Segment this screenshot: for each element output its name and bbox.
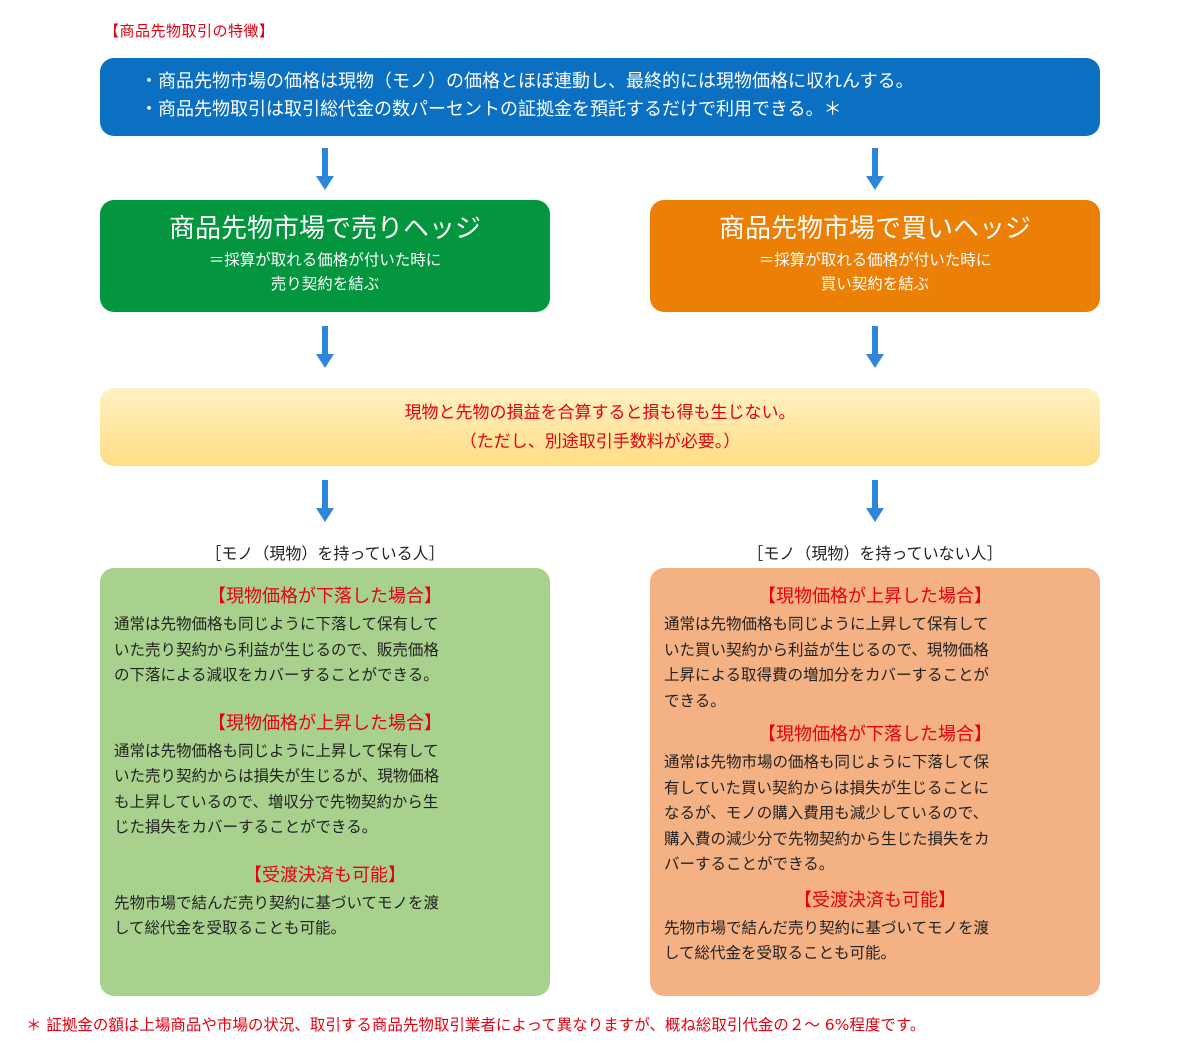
section-line: 通常は先物市場の価格も同じように下落して保 bbox=[664, 753, 990, 771]
section-line: 通常は先物価格も同じように上昇して保有して bbox=[114, 741, 439, 760]
section-line: 通常は先物価格も同じように上昇して保有して bbox=[664, 615, 989, 633]
section-line: じた損失をカバーすることができる。 bbox=[114, 818, 378, 836]
panel-section: 【現物価格が上昇した場合】 通常は先物価格も同じように上昇して保有して いた買い… bbox=[664, 582, 1086, 714]
sell-hedge-line-1: ＝採算が取れる価格が付いた時に bbox=[208, 251, 442, 269]
section-line: いた売り契約から利益が生じるので、販売価格 bbox=[114, 640, 439, 659]
section-line: 先物市場で結んだ売り契約に基づいてモノを渡 bbox=[664, 918, 990, 937]
section-heading: 【現物価格が下落した場合】 bbox=[208, 586, 442, 607]
arrow-down-icon bbox=[866, 480, 884, 522]
diagram-title: 【商品先物取引の特徴】 bbox=[104, 22, 275, 40]
sell-hedge-box: 商品先物市場で売りヘッジ ＝採算が取れる価格が付いた時に 売り契約を結ぶ bbox=[100, 200, 550, 312]
panel-section: 【現物価格が下落した場合】 通常は先物市場の価格も同じように下落して保 有してい… bbox=[664, 720, 1086, 878]
arrow-down-icon bbox=[316, 480, 334, 522]
section-line: の下落による減収をカバーすることができる。 bbox=[114, 666, 439, 684]
feature-line-1: ・商品先物市場の価格は現物（モノ）の価格とほぼ連動し、最終的には現物価格に収れん… bbox=[140, 71, 914, 92]
section-line: 購入費の減少分で先物契約から生じた損失をカ bbox=[664, 829, 990, 848]
buy-hedge-line-1: ＝採算が取れる価格が付いた時に bbox=[758, 251, 992, 269]
section-heading: 【現物価格が上昇した場合】 bbox=[758, 586, 992, 607]
buy-hedge-line-2: 買い契約を結ぶ bbox=[820, 275, 930, 293]
result-box: 現物と先物の損益を合算すると損も得も生じない。 （ただし、別途取引手数料が必要。… bbox=[100, 388, 1100, 466]
section-line: 先物市場で結んだ売り契約に基づいてモノを渡 bbox=[114, 893, 440, 912]
section-line: して総代金を受取ることも可能。 bbox=[114, 919, 347, 937]
feature-line-2: ・商品先物取引は取引総代金の数パーセントの証拠金を預託するだけで利用できる。＊ bbox=[140, 99, 842, 120]
section-line: バーすることができる。 bbox=[664, 855, 835, 873]
footnote: ＊ 証拠金の額は上場商品や市場の状況、取引する商品先物取引業者によって異なります… bbox=[26, 1016, 926, 1034]
section-heading: 【受渡決済も可能】 bbox=[794, 889, 956, 911]
section-line: 通常は先物価格も同じように下落して保有して bbox=[114, 615, 439, 633]
section-line: なるが、モノの購入費用も減少しているので、 bbox=[664, 804, 989, 822]
panel-section: 【受渡決済も可能】 先物市場で結んだ売り契約に基づいてモノを渡 して総代金を受取… bbox=[664, 886, 1086, 967]
non-holder-panel: 【現物価格が上昇した場合】 通常は先物価格も同じように上昇して保有して いた買い… bbox=[650, 568, 1100, 996]
section-line: して総代金を受取ることも可能。 bbox=[664, 944, 897, 962]
panel-section: 【現物価格が上昇した場合】 通常は先物価格も同じように上昇して保有して いた売り… bbox=[114, 709, 536, 841]
section-heading: 【受渡決済も可能】 bbox=[244, 864, 406, 886]
buy-hedge-box: 商品先物市場で買いヘッジ ＝採算が取れる価格が付いた時に 買い契約を結ぶ bbox=[650, 200, 1100, 312]
section-heading: 【現物価格が上昇した場合】 bbox=[208, 712, 442, 734]
arrow-down-icon bbox=[316, 148, 334, 190]
section-line: いた売り契約からは損失が生じるが、現物価格 bbox=[114, 767, 440, 785]
arrow-down-icon bbox=[316, 326, 334, 368]
section-line: いた買い契約から利益が生じるので、現物価格 bbox=[664, 640, 989, 659]
section-heading: 【現物価格が下落した場合】 bbox=[758, 724, 992, 745]
result-line-2: （ただし、別途取引手数料が必要。） bbox=[459, 432, 741, 452]
section-line: 有していた買い契約からは損失が生じることに bbox=[664, 778, 990, 797]
holder-panel: 【現物価格が下落した場合】 通常は先物価格も同じように下落して保有して いた売り… bbox=[100, 568, 550, 996]
section-line: できる。 bbox=[664, 691, 726, 710]
panel-section: 【受渡決済も可能】 先物市場で結んだ売り契約に基づいてモノを渡 して総代金を受取… bbox=[114, 861, 536, 942]
sell-hedge-line-2: 売り契約を結ぶ bbox=[270, 275, 380, 293]
section-line: 上昇による取得費の増加分をカバーすることが bbox=[664, 666, 990, 684]
section-line: も上昇しているので、増収分で先物契約から生 bbox=[114, 792, 439, 811]
sell-hedge-heading: 商品先物市場で売りヘッジ bbox=[168, 214, 481, 244]
buy-hedge-heading: 商品先物市場で買いヘッジ bbox=[718, 214, 1031, 244]
features-box: ・商品先物市場の価格は現物（モノ）の価格とほぼ連動し、最終的には現物価格に収れん… bbox=[100, 58, 1100, 136]
result-line-1: 現物と先物の損益を合算すると損も得も生じない。 bbox=[404, 403, 796, 423]
left-caption: ［モノ（現物）を持っている人］ bbox=[205, 544, 445, 563]
panel-section: 【現物価格が下落した場合】 通常は先物価格も同じように下落して保有して いた売り… bbox=[114, 582, 536, 689]
arrow-down-icon bbox=[866, 326, 884, 368]
arrow-down-icon bbox=[866, 148, 884, 190]
right-caption: ［モノ（現物）を持っていない人］ bbox=[747, 544, 1003, 563]
